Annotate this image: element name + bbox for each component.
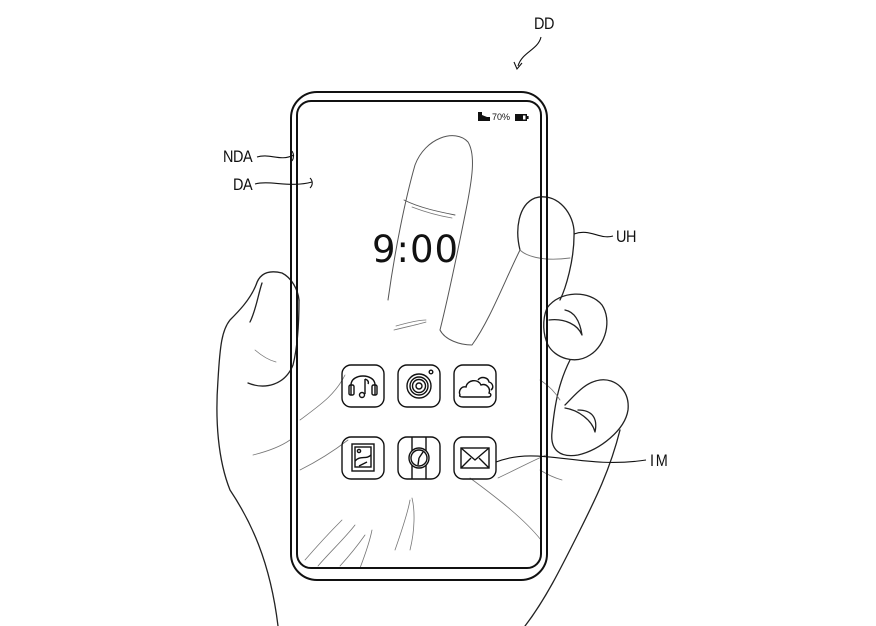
weather-cloud-icon[interactable] bbox=[453, 364, 497, 408]
gallery-picture-icon[interactable] bbox=[341, 436, 385, 480]
signal-icon bbox=[478, 112, 490, 121]
label-nda: NDA bbox=[223, 147, 253, 166]
battery-icon bbox=[515, 114, 529, 121]
watch-clock-icon[interactable] bbox=[397, 436, 441, 480]
non-display-area-bezel bbox=[290, 91, 548, 581]
music-headphones-icon[interactable] bbox=[341, 364, 385, 408]
display-area-screen bbox=[296, 100, 542, 569]
label-im: IM bbox=[650, 451, 670, 470]
label-uh: UH bbox=[616, 227, 637, 246]
label-dd: DD bbox=[534, 14, 555, 33]
clock-time: 9:00 bbox=[372, 228, 460, 271]
leader-lines bbox=[254, 36, 647, 463]
label-da: DA bbox=[233, 175, 253, 194]
camera-lens-icon[interactable] bbox=[397, 364, 441, 408]
status-bar bbox=[478, 112, 529, 121]
mail-envelope-icon[interactable] bbox=[453, 436, 497, 480]
user-hand bbox=[216, 135, 629, 626]
display-device bbox=[290, 91, 548, 581]
battery-percent: 70% bbox=[492, 112, 511, 122]
